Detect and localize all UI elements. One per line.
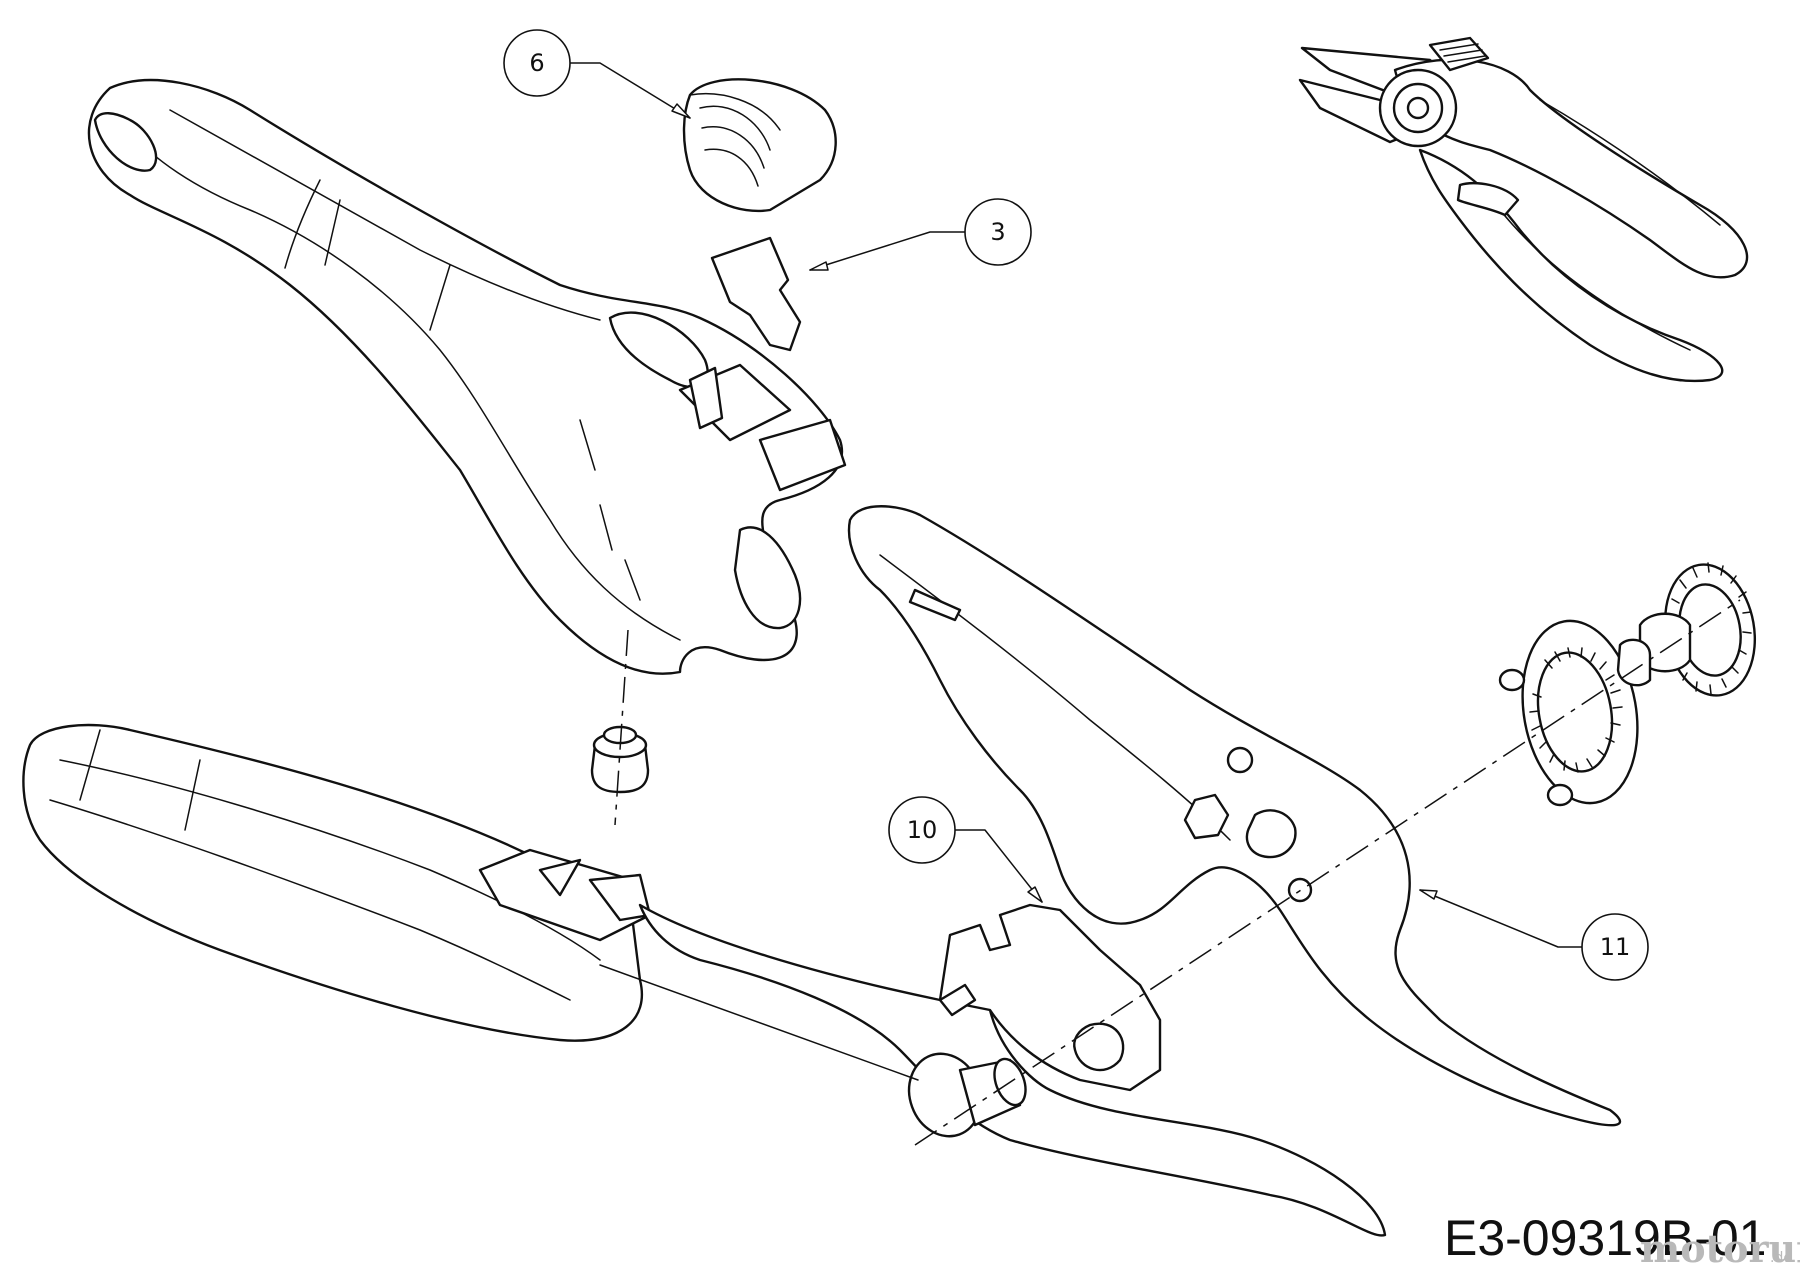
callout-3-label: 3 bbox=[990, 218, 1005, 246]
callout-11: 11 bbox=[1581, 913, 1649, 981]
assembly-center-lines bbox=[599, 599, 1741, 1146]
assembled-pruner-illustration bbox=[1298, 36, 1749, 383]
callout-11-label: 11 bbox=[1600, 933, 1631, 961]
watermark-text: motoruf bbox=[1640, 1226, 1800, 1271]
callout-6: 6 bbox=[503, 29, 571, 97]
callout-leaders bbox=[569, 62, 1583, 948]
pivot-nut-washer-illustration bbox=[1498, 619, 1639, 807]
latch-clip-part-3 bbox=[710, 236, 802, 352]
callout-3: 3 bbox=[964, 198, 1032, 266]
anvil-body-part-11 bbox=[847, 505, 1622, 1127]
callout-10-label: 10 bbox=[907, 816, 938, 844]
lower-handle-illustration bbox=[22, 723, 652, 1042]
watermark-suffix: .de bbox=[1770, 1250, 1792, 1266]
drawing-number: E3-09319B-01 bbox=[1444, 1210, 1766, 1266]
upper-handle-illustration bbox=[87, 78, 847, 675]
callout-10: 10 bbox=[888, 796, 956, 864]
cushion-stop-part-6 bbox=[682, 78, 837, 213]
watermark-logo: motoruf .de bbox=[1640, 1226, 1800, 1271]
callout-6-label: 6 bbox=[529, 49, 544, 77]
adjusting-knob-illustration bbox=[1616, 562, 1757, 697]
